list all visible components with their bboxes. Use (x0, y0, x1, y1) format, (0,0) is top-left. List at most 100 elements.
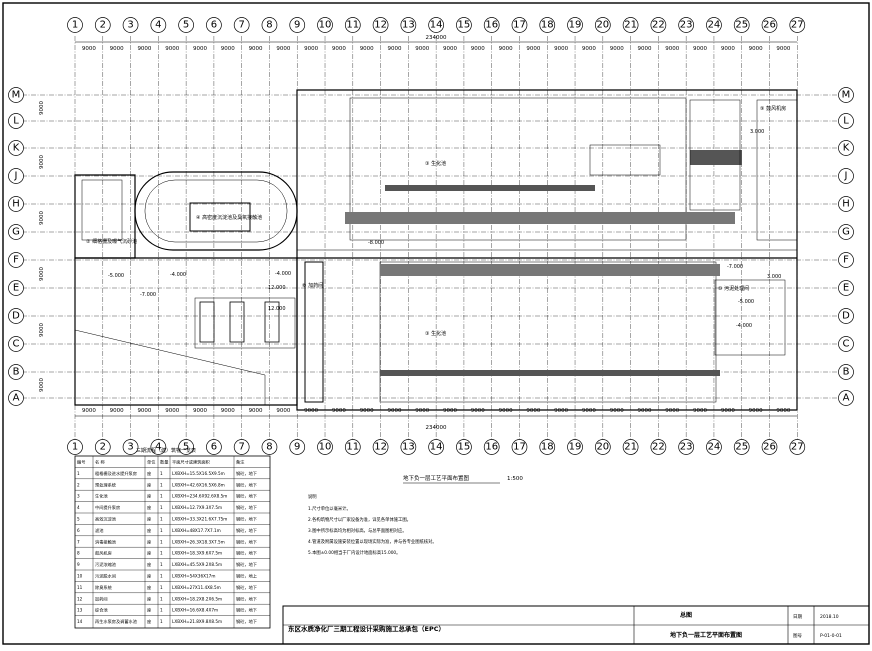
table-cell: 座 (147, 516, 151, 523)
row-axis-label: J (14, 171, 18, 182)
column-axis-label: 8 (266, 442, 272, 453)
table-cell: 粗格栅及进水提升泵房 (95, 470, 137, 477)
top-total-dim: 234000 (426, 35, 447, 41)
bay-dim: 9000 (360, 46, 374, 52)
column-axis-label: 4 (155, 442, 161, 453)
row-axis-label: A (843, 393, 850, 404)
column-axis-bubble (761, 17, 778, 33)
column-axis-bubble (428, 439, 444, 455)
table-cell: 座 (147, 538, 151, 545)
column-axis-bubble (789, 17, 806, 33)
row-axis-bubble (838, 252, 854, 268)
column-axis-bubble (261, 17, 278, 33)
table-cell: 钢砼，地下 (236, 584, 257, 591)
elevation-tag: -7.000 (140, 292, 156, 298)
bay-dim: 9000 (276, 46, 290, 52)
row-axis-bubble (8, 196, 24, 212)
number-value: P-01-0-01 (820, 633, 842, 639)
table-cell: 1 (77, 471, 80, 476)
zone-label-pretreat: ② 细格栅及曝气沉砂池 (86, 238, 137, 245)
bay-dim: 9000 (776, 46, 790, 52)
column-axis-bubble (511, 17, 528, 33)
table-cell: 座 (147, 493, 151, 500)
table-cell: LXBXH=26.3X18.3X7.5m (172, 539, 225, 544)
row-axis-bubble (8, 364, 24, 380)
column-axis-bubble (150, 439, 167, 455)
bay-dim: 9000 (554, 408, 568, 414)
column-axis-label: 1 (72, 442, 78, 453)
bay-dim: 9000 (360, 408, 374, 414)
column-axis-label: 25 (735, 20, 748, 31)
elevation-tag: 12.000 (268, 306, 286, 312)
row-axis-bubble (838, 364, 854, 380)
column-axis-label: 20 (596, 20, 609, 31)
table-header-cell: 名 称 (95, 459, 105, 466)
column-axis-label: 19 (569, 20, 582, 31)
column-axis-bubble (94, 439, 111, 455)
column-axis-bubble (233, 17, 250, 33)
row-axis-bubble (838, 113, 854, 129)
row-axis-bubble (8, 113, 24, 129)
bay-dim: 9000 (637, 408, 651, 414)
column-axis-label: 14 (430, 20, 443, 31)
date-value: 2018.10 (820, 614, 839, 620)
table-cell: 6 (77, 528, 80, 533)
column-axis-label: 7 (238, 20, 244, 31)
table-cell: 座 (147, 481, 151, 488)
bay-dim: 9000 (249, 408, 263, 414)
table-cell: 钢砼，地下 (236, 538, 257, 545)
column-axis-bubble (178, 439, 194, 455)
column-axis-label: 3 (127, 442, 133, 453)
column-axis-bubble (622, 439, 639, 455)
bay-dim: 9000 (554, 46, 568, 52)
table-cell: LXBXH=18.2X8.2X6.5m (172, 596, 222, 601)
bay-dim: 9000 (665, 408, 679, 414)
bio-tank-upper: ③ 生化池 (345, 97, 742, 241)
note-item: 3.图中所示标高均为相对标高，与总平面图相对应。 (308, 527, 407, 534)
elevation-tags: 3.000 -8.000 -4.000 -4.000 -7.000 12.000… (108, 129, 781, 329)
column-axis-bubble (733, 17, 750, 33)
column-axis-bubble (761, 439, 778, 455)
table-header-cell: 平面尺寸或建筑面积 (172, 459, 210, 466)
column-axis-label: 16 (485, 442, 498, 453)
column-axis-bubble (594, 17, 611, 33)
table-cell: 14 (77, 619, 83, 624)
bay-dim: 9000 (721, 408, 735, 414)
table-cell: LXBXH=48X17.7X7.1m (172, 528, 221, 533)
left-process-area: ② 细格栅及曝气沉砂池 ⑥ 加药间 (74, 179, 323, 405)
column-axis-label: 2 (100, 442, 106, 453)
row-dim: 9000 (39, 155, 45, 169)
row-axis-bubble (838, 390, 854, 406)
column-axis-bubble (289, 17, 306, 33)
bay-dim: 9000 (665, 46, 679, 52)
column-axis-bubble (622, 17, 639, 33)
column-axis-bubble (483, 439, 500, 455)
row-axis-label: L (13, 116, 19, 127)
row-axis-label: M (842, 90, 851, 101)
bay-dim: 9000 (721, 46, 735, 52)
project-name: 东区水质净化厂三期工程设计采购施工总承包（EPC） (288, 624, 445, 633)
row-axis-label: E (843, 283, 849, 294)
row-axis-bubble (8, 224, 24, 240)
column-axis-bubble (678, 17, 695, 33)
table-cell: 8 (77, 551, 80, 556)
bay-dim: 9000 (304, 46, 318, 52)
table-cell: 座 (147, 573, 151, 580)
table-cell: 滤池 (95, 527, 104, 534)
table-header-cell: 数量 (160, 459, 168, 466)
note-item: 5.本图±0.00相当于厂内设计地面标高15.000。 (308, 549, 400, 556)
column-axis-bubble (400, 17, 417, 33)
column-axis-label: 26 (763, 20, 776, 31)
table-cell: 1 (160, 574, 163, 579)
row-axis-label: B (13, 367, 20, 378)
row-dim: 9000 (39, 101, 45, 115)
column-axis-label: 21 (624, 20, 637, 31)
column-axis-label: 5 (183, 442, 189, 453)
zone-label-blower: ⑨ 鼓风机房 (760, 105, 786, 112)
bay-dim: 9000 (499, 46, 513, 52)
column-axis-bubble (733, 439, 750, 455)
table-cell: LXBXH=33.3X21.6X7.75m (172, 517, 227, 522)
section-name: 总图 (680, 611, 692, 619)
column-axis-bubble (678, 439, 695, 455)
table-cell: 9 (77, 562, 80, 567)
